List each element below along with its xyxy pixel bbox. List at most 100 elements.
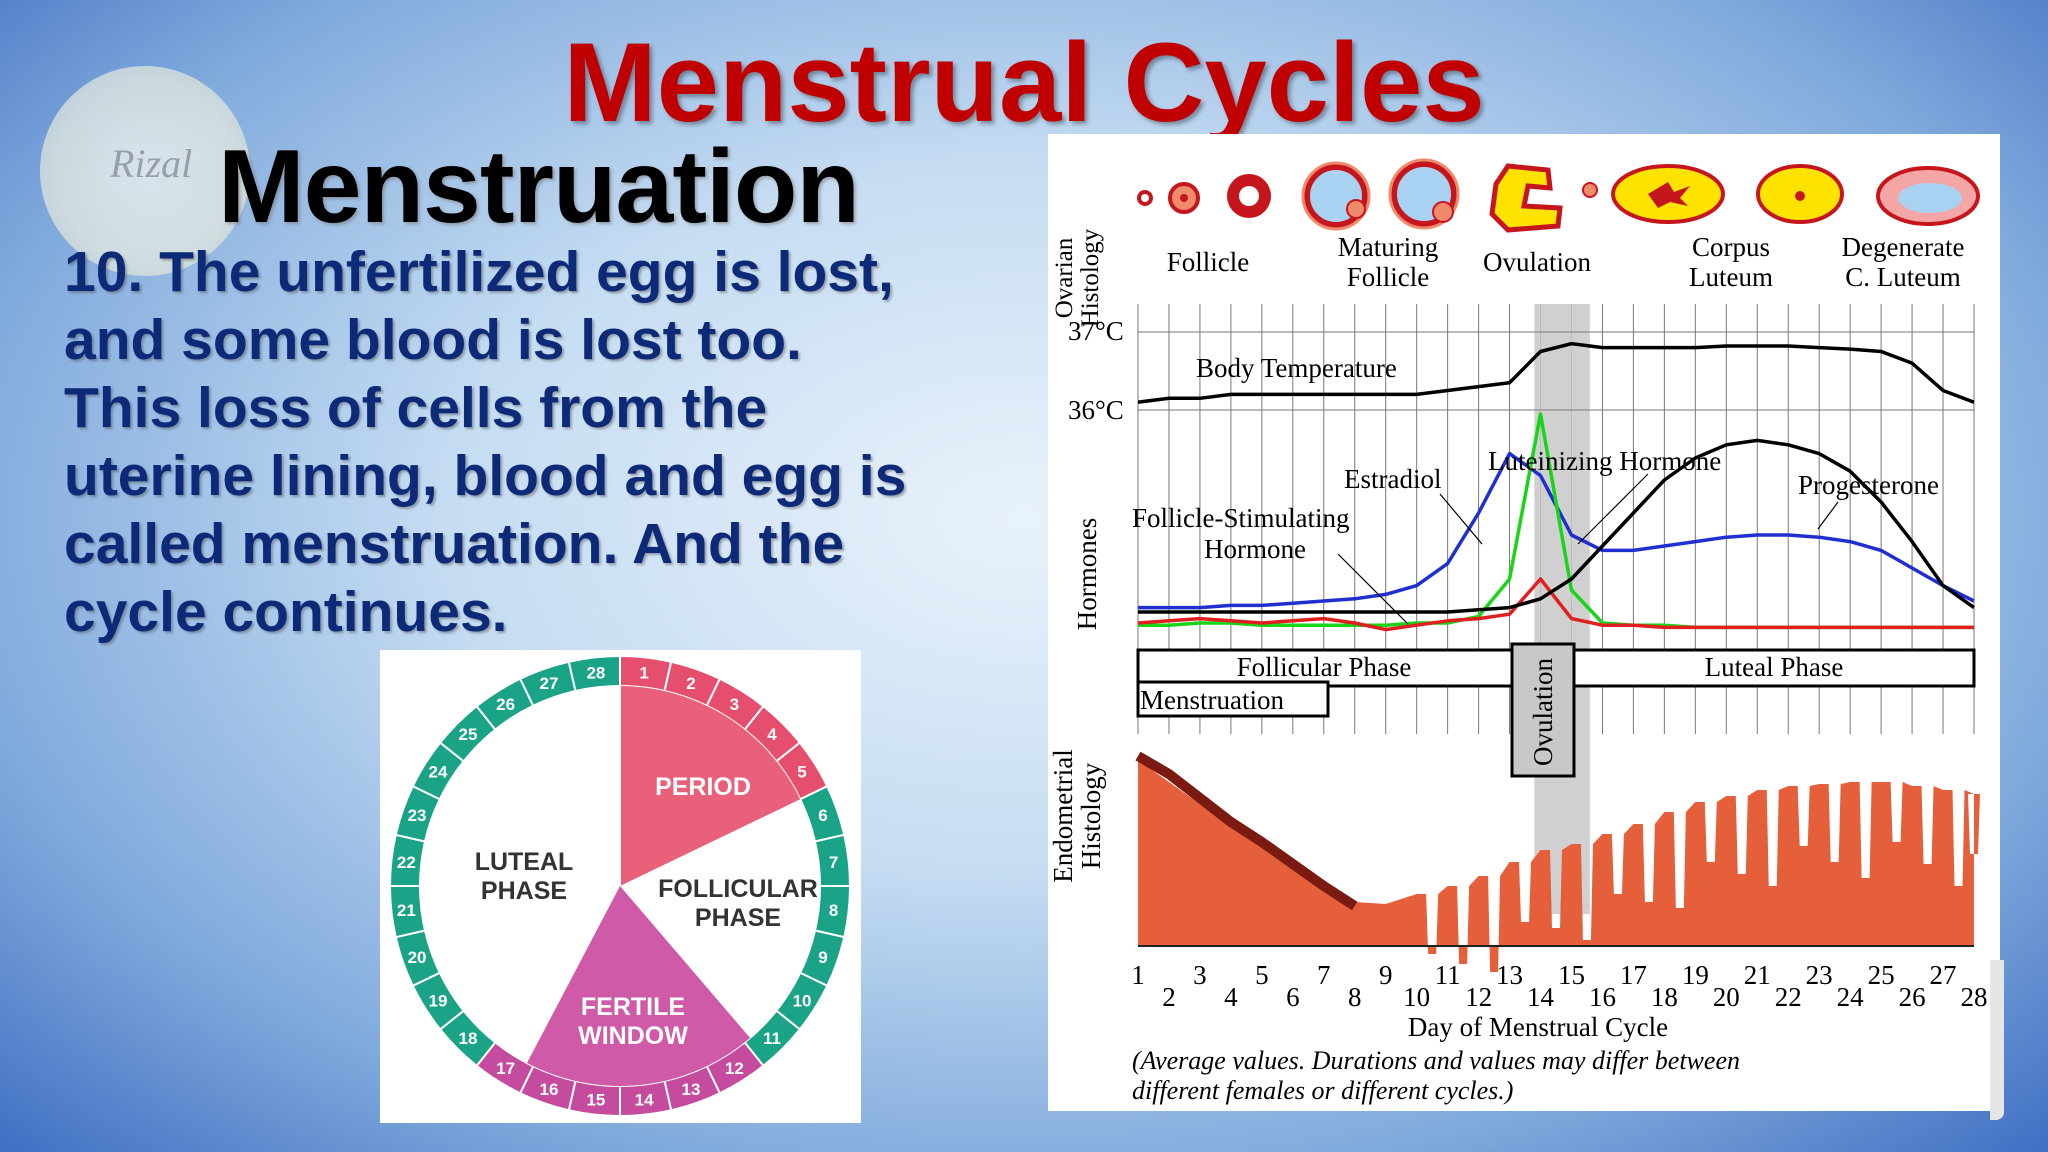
day-label: 14	[635, 1091, 654, 1110]
day-label: 18	[459, 1029, 478, 1048]
day-tick-label: 2	[1162, 982, 1176, 1012]
day-label: 12	[725, 1059, 744, 1078]
period-wedge	[620, 686, 801, 886]
cycle-wheel: 1234567891011121314151617181920212223242…	[388, 654, 852, 1118]
day-tick-label: 19	[1682, 960, 1709, 990]
day-label: 7	[829, 853, 838, 872]
day-tick-label: 20	[1713, 982, 1740, 1012]
day-tick-label: 9	[1379, 960, 1393, 990]
hormones-title: Hormones	[1072, 518, 1102, 630]
school-seal-logo	[40, 66, 250, 276]
ovarian-label: Luteum	[1689, 262, 1773, 292]
released-egg-icon	[1582, 182, 1598, 198]
ovarian-label: Ovulation	[1483, 247, 1591, 277]
day-tick-label: 3	[1193, 960, 1207, 990]
day-label: 11	[763, 1029, 781, 1048]
body-line: cycle continues.	[64, 580, 508, 644]
day-tick-label: 1	[1131, 960, 1145, 990]
degenerate-core-icon	[1898, 183, 1962, 213]
follicle-small-icon	[1137, 190, 1153, 206]
body-line: 10. The unfertilized egg is lost,	[64, 240, 894, 304]
progesterone-label: Progesterone	[1798, 470, 1939, 500]
body-text: 10. The unfertilized egg is lost, and so…	[64, 238, 1034, 646]
day-label: 8	[829, 901, 838, 920]
period-label: PERIOD	[655, 773, 751, 801]
follicular-label: PHASE	[695, 904, 781, 932]
day-tick-label: 5	[1255, 960, 1269, 990]
corpus-2-center-icon	[1795, 191, 1805, 201]
ovarian-label: Corpus	[1692, 232, 1770, 262]
maturing-follicle-ring-icon	[1301, 161, 1371, 231]
endometrial-title: Histology	[1076, 762, 1106, 869]
estradiol-label: Estradiol	[1344, 464, 1441, 494]
day-label: 13	[682, 1080, 701, 1099]
day-tick-label: 14	[1527, 982, 1555, 1012]
day-tick-label: 12	[1465, 982, 1492, 1012]
body-line: uterine lining, blood and egg is	[64, 444, 907, 508]
day-tick-label: 28	[1961, 982, 1988, 1012]
body-temperature-line	[1137, 341, 1975, 404]
day-tick-label: 18	[1651, 982, 1678, 1012]
day-label: 27	[540, 674, 559, 693]
day-segment	[567, 654, 621, 693]
menstruation-label: Menstruation	[1140, 685, 1284, 715]
day-label: 28	[586, 663, 605, 682]
body-line: This loss of cells from the	[64, 376, 768, 440]
fertile-window-wedge	[526, 886, 751, 1086]
estradiol-leader	[1439, 493, 1483, 545]
x-axis-label: Day of Menstrual Cycle	[1408, 1012, 1668, 1042]
luteal-label: LUTEAL	[475, 848, 574, 876]
menstruation-bar	[1136, 680, 1330, 718]
follicular-label: FOLLICULAR	[658, 875, 818, 903]
luteal-phase-bar	[1572, 648, 1976, 688]
day-label: 26	[496, 695, 515, 714]
ovarian-label: C. Luteum	[1845, 262, 1961, 292]
corpus-center-icon	[1648, 182, 1690, 208]
ovarian-title: Histology	[1077, 228, 1104, 327]
lh-label: Luteinizing Hormone	[1488, 446, 1721, 476]
chart-note: different females or different cycles.)	[1132, 1076, 1513, 1105]
ovarian-label: Follicle	[1347, 262, 1430, 292]
day-label: 6	[818, 806, 827, 825]
progesterone-leader	[1817, 501, 1839, 530]
oocyte-2-icon	[1432, 201, 1454, 223]
day-label: 16	[540, 1080, 559, 1099]
ovulation-bar	[1510, 642, 1576, 778]
day-tick-label: 23	[1806, 960, 1833, 990]
day-label: 3	[730, 695, 739, 714]
day-label: 2	[686, 674, 695, 693]
maturing-follicle-2-ring-icon	[1388, 158, 1460, 230]
day-tick-label: 21	[1744, 960, 1771, 990]
day-tick-label: 22	[1775, 982, 1802, 1012]
day-label: 21	[397, 901, 416, 920]
ovarian-label: Maturing	[1338, 232, 1439, 262]
day-label: 24	[428, 763, 447, 782]
day-label: 10	[793, 991, 812, 1010]
day-tick-label: 4	[1224, 982, 1238, 1012]
endometrium-shed-edge	[1135, 751, 1358, 911]
temp-tick-label: 37°C	[1068, 316, 1124, 346]
fsh-line	[1137, 577, 1974, 632]
chart-note: (Average values. Durations and values ma…	[1132, 1046, 1740, 1075]
day-label: 25	[459, 725, 478, 744]
day-tick-label: 10	[1403, 982, 1430, 1012]
fsh-label: Follicle-Stimulating	[1132, 503, 1350, 533]
fertile-label: FERTILE	[581, 993, 685, 1021]
ovarian-label: Follicle	[1167, 247, 1250, 277]
day-label: 20	[408, 948, 427, 967]
day-tick-label: 15	[1558, 960, 1585, 990]
day-tick-label: 13	[1496, 960, 1523, 990]
day-label: 15	[586, 1091, 605, 1110]
fertile-label: WINDOW	[578, 1022, 688, 1050]
luteal-phase-label: Luteal Phase	[1705, 652, 1844, 682]
ovulation-label: Ovulation	[1528, 658, 1558, 766]
day-label: 9	[818, 948, 827, 967]
day-label: 22	[397, 853, 416, 872]
day-tick-label: 17	[1620, 960, 1647, 990]
body-line: and some blood is lost too.	[64, 308, 802, 372]
day-tick-label: 24	[1837, 982, 1865, 1012]
luteal-label: PHASE	[481, 877, 567, 905]
